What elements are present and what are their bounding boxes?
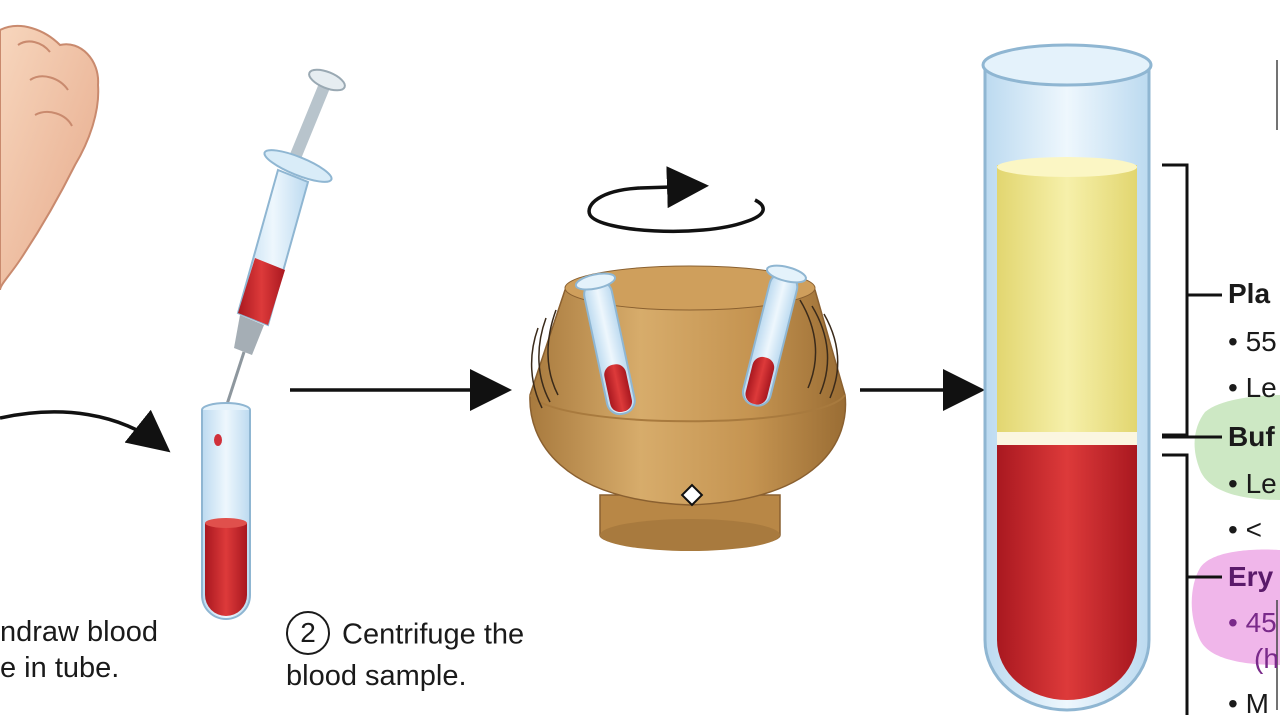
ery-bullet-1-cont: (h [1254, 643, 1279, 674]
step1-line2: e in tube. [0, 652, 120, 684]
small-test-tube [201, 402, 251, 620]
step1-caption: ndraw blood e in tube. [0, 614, 158, 686]
step2-line1: Centrifuge the [342, 618, 525, 651]
syringe-illustration [216, 68, 346, 433]
large-separated-tube [981, 43, 1153, 712]
rotation-arrow-icon [587, 166, 765, 234]
step2-number-badge: 2 [286, 611, 330, 655]
hand-illustration [0, 25, 100, 291]
centrifuge-illustration [529, 264, 847, 551]
layer-brackets [1162, 163, 1222, 715]
step2-caption: 2 Centrifuge the blood sample. [286, 611, 525, 694]
buffy-coat-title: Buf [1228, 421, 1275, 452]
step2-line2: blood sample. [286, 660, 467, 692]
ery-bullet-1: • 45 [1228, 607, 1277, 638]
buffy-bullet-2: • < [1228, 514, 1262, 545]
buffy-bullet-1: • Le [1228, 468, 1277, 499]
plasma-bullet-1: • 55 [1228, 326, 1277, 357]
curved-arrow-to-tube [0, 409, 171, 453]
step1-line1: ndraw blood [0, 616, 158, 648]
plasma-bullet-2: • Le [1228, 372, 1277, 403]
ery-bullet-2: • M [1228, 688, 1269, 719]
buffy-highlight [1194, 395, 1280, 500]
plasma-layer [997, 165, 1137, 435]
plasma-title: Pla [1228, 278, 1271, 309]
erythrocytes-title: Ery [1228, 561, 1274, 592]
erythrocyte-layer [997, 445, 1137, 700]
buffy-coat-layer [997, 432, 1137, 446]
